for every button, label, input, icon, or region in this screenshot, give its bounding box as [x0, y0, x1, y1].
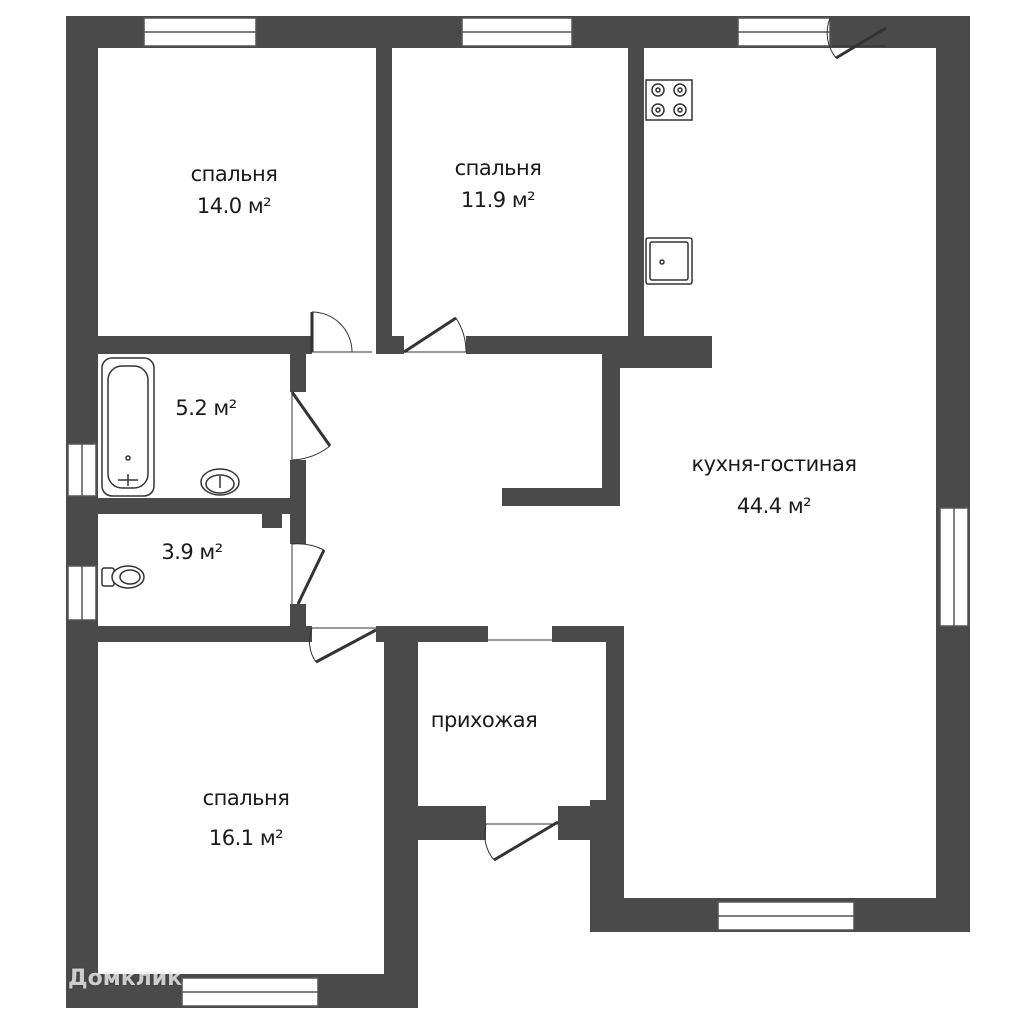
room-name: спальня — [454, 156, 542, 180]
bathroom-fixtures — [101, 357, 240, 589]
room-label-hallway: прихожая — [424, 708, 544, 732]
watermark: Домклик — [38, 966, 182, 991]
room-label-toilet: 3.9 м² — [154, 540, 230, 564]
toilet-icon — [101, 565, 145, 589]
room-area: 14.0 м² — [196, 194, 272, 218]
kitchen-sink-icon — [645, 237, 693, 285]
room-name: прихожая — [430, 708, 538, 732]
room-area: 16.1 м² — [208, 826, 284, 850]
room-label-bedroom-2: спальня 11.9 м² — [450, 156, 546, 212]
room-name: кухня-гостиная — [691, 452, 857, 476]
watermark-text: Домклик — [68, 966, 183, 991]
room-label-kitchen-living: кухня-гостиная 44.4 м² — [684, 452, 864, 518]
bathtub-icon — [101, 357, 155, 497]
kitchen-fixtures — [645, 79, 693, 285]
windows — [67, 17, 969, 1007]
house-logo-icon — [39, 967, 61, 989]
room-name: спальня — [202, 786, 290, 810]
room-area: 44.4 м² — [736, 494, 812, 518]
room-area: 3.9 м² — [161, 540, 223, 564]
washbasin-icon — [200, 468, 240, 496]
room-name: спальня — [190, 162, 278, 186]
room-area: 11.9 м² — [460, 188, 536, 212]
stove-icon — [645, 79, 693, 121]
room-label-bedroom-1: спальня 14.0 м² — [186, 162, 282, 218]
room-label-bathroom: 5.2 м² — [168, 396, 244, 420]
doors — [290, 17, 887, 862]
room-label-bedroom-3: спальня 16.1 м² — [196, 786, 296, 850]
room-area: 5.2 м² — [175, 396, 237, 420]
